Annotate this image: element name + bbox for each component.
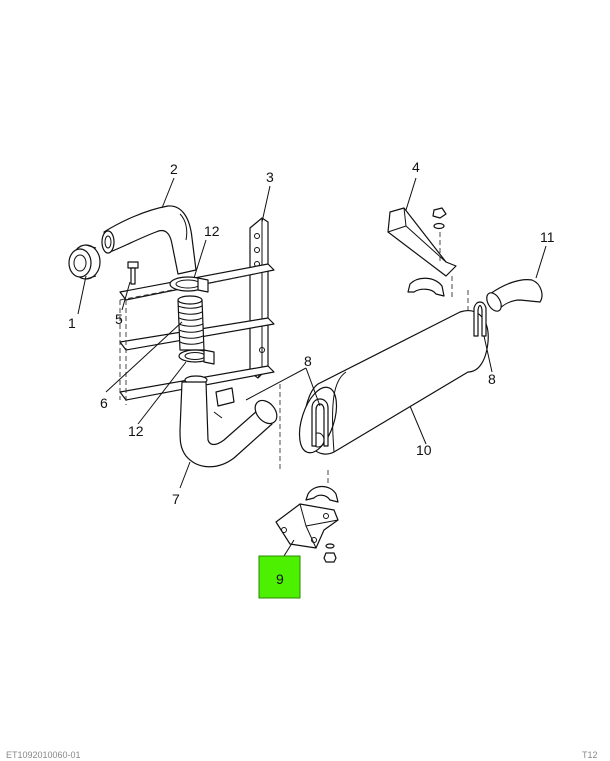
callout-11[interactable]: 11: [540, 229, 555, 245]
callout-10[interactable]: 10: [416, 442, 432, 458]
callout-7[interactable]: 7: [172, 491, 180, 507]
muffler-part-10: [279, 290, 489, 470]
callout-4[interactable]: 4: [412, 159, 420, 175]
saddle-clamp-upper: [407, 277, 445, 297]
callout-12-lower[interactable]: 12: [128, 423, 144, 439]
callout-5[interactable]: 5: [115, 311, 123, 327]
callout-1[interactable]: 1: [68, 315, 76, 331]
callout-12-upper[interactable]: 12: [204, 223, 220, 239]
callout-6[interactable]: 6: [100, 395, 108, 411]
flex-bellows-part-6: [177, 295, 205, 351]
upper-bracket-part-4: [387, 207, 457, 300]
exhaust-pipe-part-7: [179, 381, 278, 468]
callout-8-left[interactable]: 8: [304, 353, 312, 369]
leader-lines: [77, 177, 547, 557]
callout-9-highlight[interactable]: 9: [258, 555, 301, 599]
bolt-part-5: [127, 261, 139, 285]
callout-8-right[interactable]: 8: [488, 371, 496, 387]
tail-pipe-part-11: [486, 279, 543, 312]
grommet-part-1: [68, 244, 101, 280]
callout-9[interactable]: 9: [276, 571, 284, 587]
u-bolt-part-8-right: [473, 301, 487, 337]
footer-drawing-id: ET1092010060-01: [6, 750, 81, 760]
footer-sheet-code: T12: [582, 750, 598, 760]
clamp-part-12-upper: [169, 276, 209, 293]
callout-2[interactable]: 2: [170, 161, 178, 177]
highlight-box[interactable]: [258, 555, 301, 599]
intake-pipe-part-2: [101, 205, 197, 275]
lower-bracket-part-9: [275, 503, 339, 563]
callout-3[interactable]: 3: [266, 169, 274, 185]
saddle-clamp-lower: [305, 470, 339, 503]
